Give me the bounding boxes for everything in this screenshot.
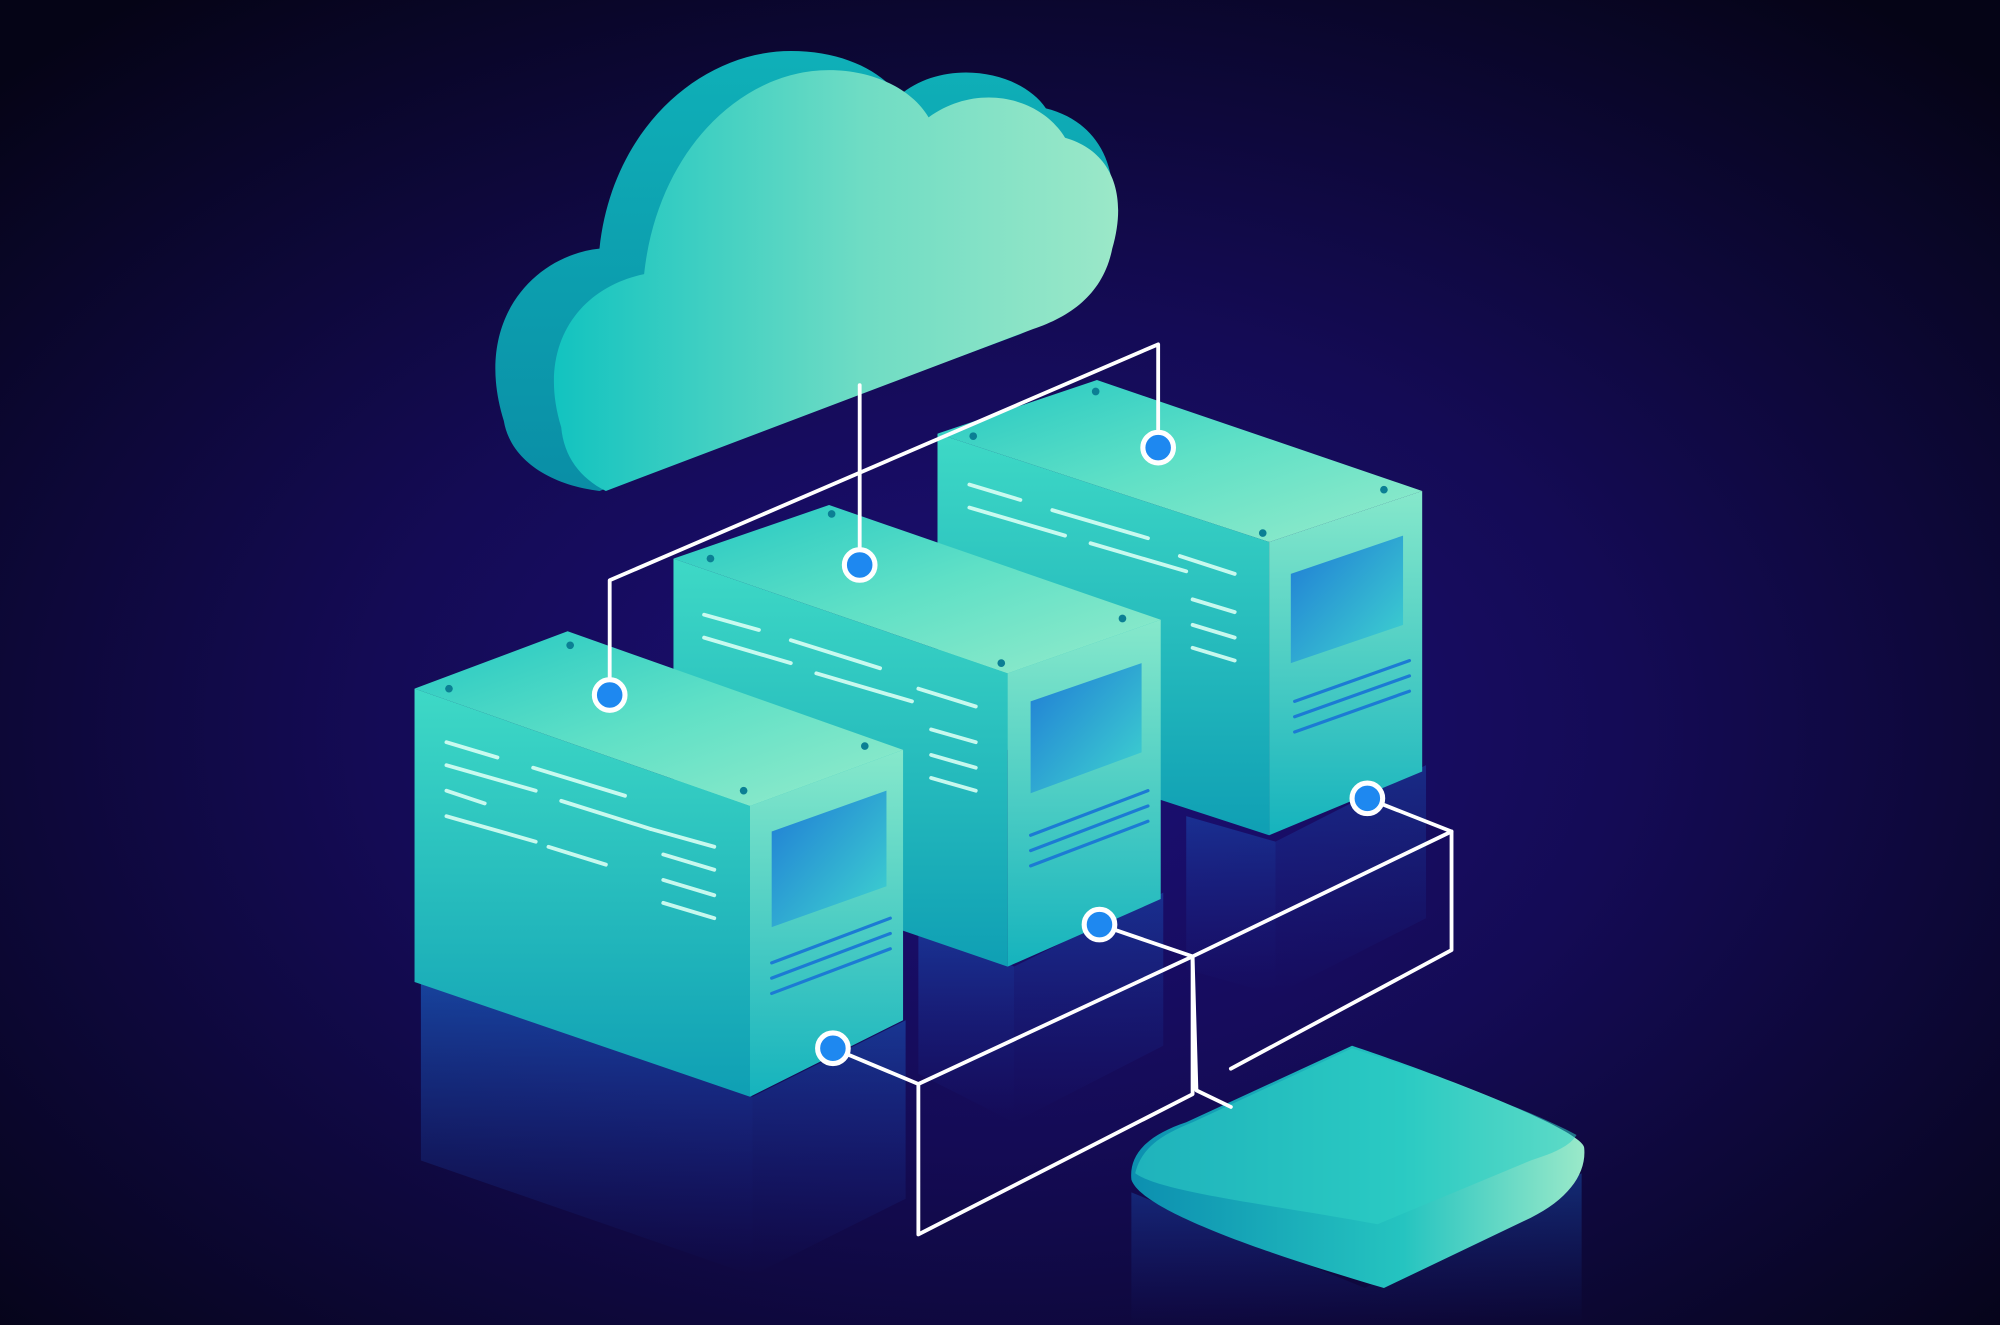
connection-node-icon [841,547,878,583]
connection-node-icon [1349,780,1386,817]
connection-node-icon [815,1030,851,1067]
connection-nodes [591,429,1386,1067]
cloud-icon [495,51,1119,491]
network-wires [607,342,1454,1237]
server-bolts [445,387,1388,795]
connection-node-icon [1140,429,1177,466]
server-icon [414,631,904,1097]
storage-disk-icon [1131,1045,1585,1289]
connection-node-icon [591,677,628,713]
connection-node-icon [1081,906,1118,943]
